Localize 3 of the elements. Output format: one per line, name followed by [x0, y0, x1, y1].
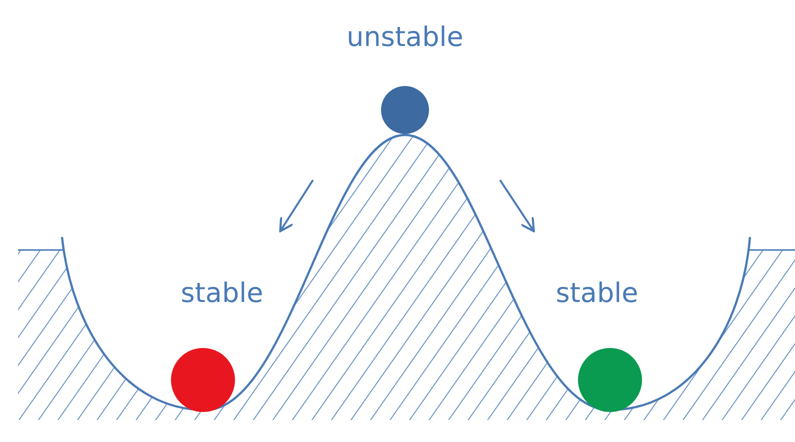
state-label: stable — [180, 278, 264, 309]
state-label: stable — [556, 278, 638, 309]
state-label: unstable — [346, 22, 464, 53]
